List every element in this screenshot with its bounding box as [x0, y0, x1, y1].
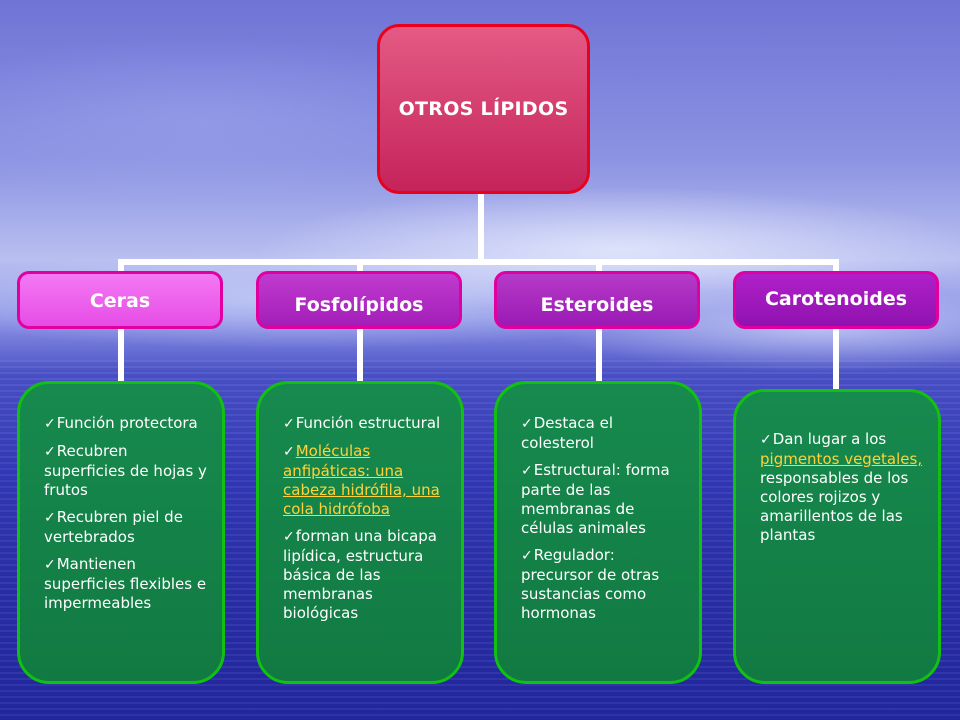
connector-ceras-card: [118, 329, 124, 383]
category-fosfolipidos: Fosfolípidos: [256, 271, 462, 329]
connector-esteroides-card: [596, 329, 602, 383]
card-fosfolipidos: ✓Función estructural ✓Moléculas anfipáti…: [256, 381, 464, 684]
card-carotenoides: ✓Dan lugar a los pigmentos vegetales, re…: [733, 389, 941, 684]
check-icon: ✓: [283, 529, 295, 545]
root-node: OTROS LÍPIDOS: [377, 24, 590, 194]
list-item: ✓Estructural: forma parte de las membran…: [521, 461, 670, 537]
check-icon: ✓: [44, 557, 56, 573]
check-icon: ✓: [44, 444, 56, 460]
check-icon: ✓: [521, 416, 533, 432]
pigmentos-link[interactable]: pigmentos vegetales,: [760, 450, 923, 468]
card-list: ✓Función estructural ✓Moléculas anfipáti…: [283, 414, 449, 623]
category-title: Carotenoides: [764, 288, 908, 310]
connector-fosfolipidos-card: [357, 329, 363, 383]
list-item: ✓forman una bicapa lipídica, estructura …: [283, 527, 437, 622]
list-item: ✓Función estructural: [283, 414, 441, 432]
card-list: ✓Función protectora ✓Recubren superficie…: [44, 414, 210, 613]
check-icon: ✓: [521, 548, 533, 564]
list-item: ✓Dan lugar a los pigmentos vegetales, re…: [760, 430, 923, 544]
category-esteroides: Esteroides: [494, 271, 700, 329]
list-item: ✓Recubren superficies de hojas y frutos: [44, 442, 207, 499]
card-esteroides: ✓Destaca el colesterol ✓Estructural: for…: [494, 381, 702, 684]
check-icon: ✓: [283, 444, 295, 460]
card-list: ✓Dan lugar a los pigmentos vegetales, re…: [760, 430, 926, 545]
card-list: ✓Destaca el colesterol ✓Estructural: for…: [521, 414, 687, 623]
list-item: ✓Recubren piel de vertebrados: [44, 508, 183, 546]
connector-horizontal: [118, 259, 839, 265]
check-icon: ✓: [760, 432, 772, 448]
check-icon: ✓: [521, 463, 533, 479]
list-item: ✓Regulador: precursor de otras sustancia…: [521, 546, 660, 622]
connector-carotenoides-card: [833, 329, 839, 391]
anfipaticas-link[interactable]: Moléculas anfipáticas: una cabeza hidróf…: [283, 442, 440, 518]
list-item: ✓Función protectora: [44, 414, 198, 432]
connector-root-down: [478, 190, 484, 262]
check-icon: ✓: [283, 416, 295, 432]
check-icon: ✓: [44, 416, 56, 432]
connector-to-fosfolipidos: [357, 259, 363, 273]
category-title: Esteroides: [540, 294, 654, 316]
category-carotenoides: Carotenoides: [733, 271, 939, 329]
list-item: ✓Destaca el colesterol: [521, 414, 614, 452]
list-item: ✓Moléculas anfipáticas: una cabeza hidró…: [283, 442, 449, 519]
connector-to-ceras: [118, 259, 124, 273]
category-title: Ceras: [89, 290, 151, 312]
connector-to-carotenoides: [833, 259, 839, 273]
category-title: Fosfolípidos: [294, 294, 424, 316]
list-item: ✓Mantienen superficies flexibles e imper…: [44, 555, 207, 612]
category-ceras: Ceras: [17, 271, 223, 329]
card-ceras: ✓Función protectora ✓Recubren superficie…: [17, 381, 225, 684]
check-icon: ✓: [44, 510, 56, 526]
connector-to-esteroides: [596, 259, 602, 273]
root-title: OTROS LÍPIDOS: [398, 98, 569, 120]
